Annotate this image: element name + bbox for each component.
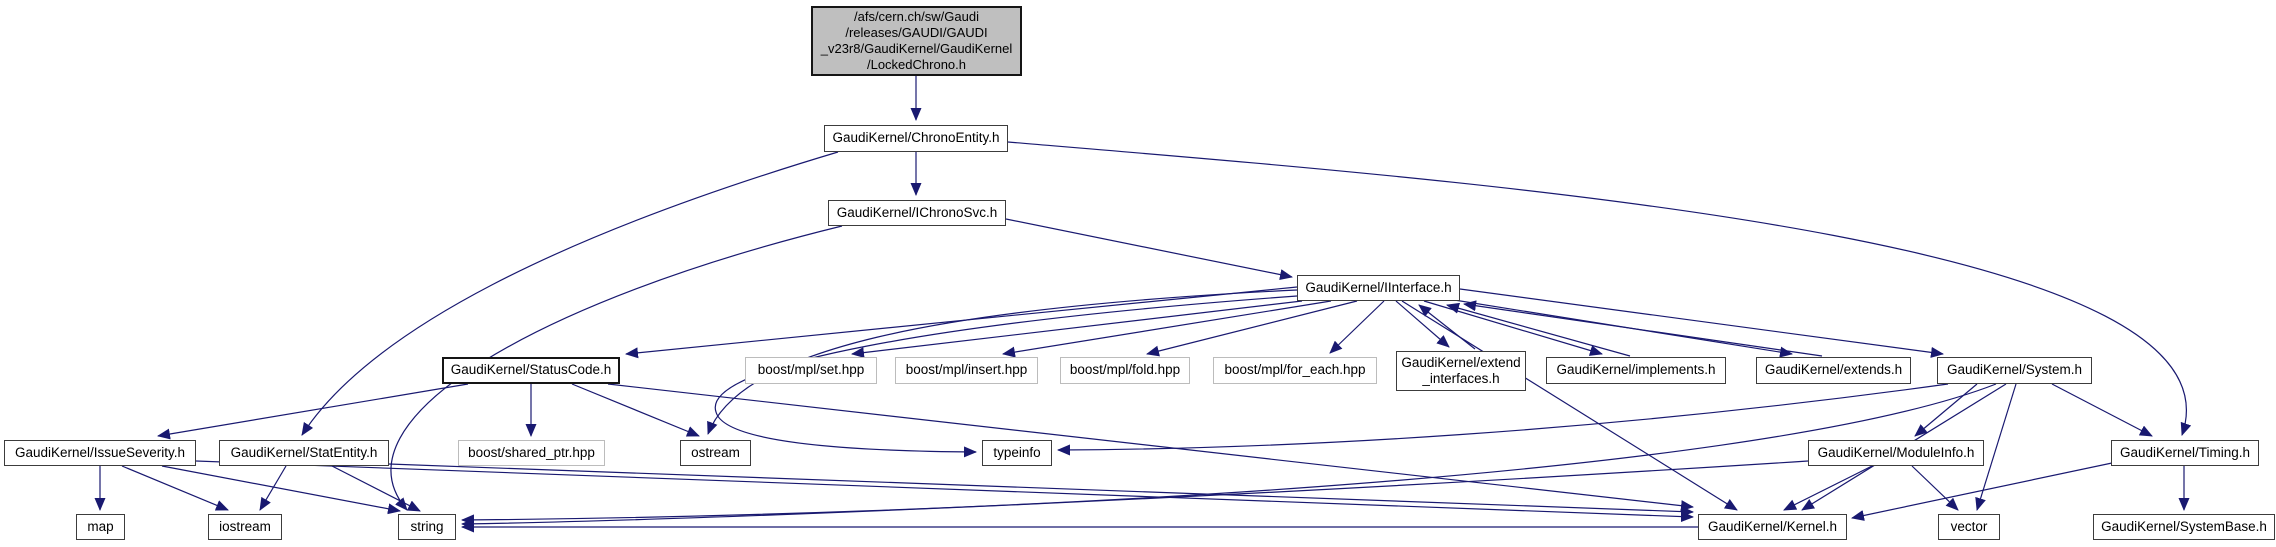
node-mpl-insert: boost/mpl/insert.hpp xyxy=(895,357,1038,384)
edge-iinterface-to-extend-interfaces xyxy=(1395,300,1450,348)
node-extend-interfaces[interactable]: GaudiKernel/extend _interfaces.h xyxy=(1396,351,1526,391)
node-systembase[interactable]: GaudiKernel/SystemBase.h xyxy=(2093,514,2275,540)
edge-chronoentity-to-timing xyxy=(1007,141,2192,436)
edge-issueseverity-to-string xyxy=(161,465,401,515)
edge-chronoentity-to-statentity xyxy=(301,151,839,436)
edge-system-to-timing xyxy=(2051,383,2153,437)
node-statentity[interactable]: GaudiKernel/StatEntity.h xyxy=(219,440,389,466)
edge-timing-to-kernel xyxy=(1851,462,2113,521)
edge-statentity-to-kernel xyxy=(388,463,1694,518)
edge-system-to-moduleinfo xyxy=(1914,383,1978,437)
edge-ichronosvc-to-iinterface xyxy=(1005,218,1293,281)
node-iostream: iostream xyxy=(208,514,282,540)
node-timing[interactable]: GaudiKernel/Timing.h xyxy=(2111,440,2259,466)
edge-iinterface-to-kernel xyxy=(1401,300,1738,511)
edge-iinterface-to-mpl-set xyxy=(851,300,1303,359)
node-statuscode[interactable]: GaudiKernel/StatusCode.h xyxy=(442,357,620,384)
edge-moduleinfo-to-kernel xyxy=(1783,465,1873,511)
edge-issueseverity-to-kernel xyxy=(195,460,1694,523)
node-ostream: ostream xyxy=(680,440,751,466)
node-mpl-set: boost/mpl/set.hpp xyxy=(745,357,877,384)
edge-system-to-typeinfo xyxy=(1057,383,1949,456)
edge-statentity-to-string xyxy=(331,465,421,512)
edge-iinterface-to-system xyxy=(1459,288,1944,358)
edge-statuscode-to-kernel xyxy=(607,383,1694,512)
edge-iinterface-to-mpl-foreach xyxy=(1329,300,1385,354)
node-system[interactable]: GaudiKernel/System.h xyxy=(1937,357,2092,384)
edge-iinterface-to-mpl-fold xyxy=(1146,300,1358,357)
node-issueseverity[interactable]: GaudiKernel/IssueSeverity.h xyxy=(4,440,196,466)
edge-extend-interfaces-to-iinterface xyxy=(1418,304,1476,350)
edge-system-to-vector xyxy=(1975,383,2017,511)
node-chronoentity[interactable]: GaudiKernel/ChronoEntity.h xyxy=(824,125,1008,152)
node-extends[interactable]: GaudiKernel/extends.h xyxy=(1756,357,1911,384)
node-shared-ptr: boost/shared_ptr.hpp xyxy=(458,440,605,466)
node-lockedchrono: /afs/cern.ch/sw/Gaudi /releases/GAUDI/GA… xyxy=(811,6,1022,76)
node-implements[interactable]: GaudiKernel/implements.h xyxy=(1546,357,1726,384)
node-iinterface[interactable]: GaudiKernel/IInterface.h xyxy=(1297,275,1460,301)
node-kernel[interactable]: GaudiKernel/Kernel.h xyxy=(1698,514,1847,540)
node-mpl-foreach: boost/mpl/for_each.hpp xyxy=(1213,357,1377,384)
edge-moduleinfo-to-string xyxy=(461,460,1809,530)
node-vector: vector xyxy=(1938,514,2000,540)
edge-iinterface-to-mpl-insert xyxy=(1002,300,1332,358)
node-ichronosvc[interactable]: GaudiKernel/IChronoSvc.h xyxy=(828,200,1006,226)
edge-statuscode-to-issueseverity xyxy=(157,383,469,440)
edge-iinterface-to-ostream xyxy=(707,289,1298,435)
edge-moduleinfo-to-vector xyxy=(1911,465,1959,511)
edge-iinterface-to-typeinfo xyxy=(714,295,1298,458)
node-map: map xyxy=(76,514,125,540)
node-mpl-fold: boost/mpl/fold.hpp xyxy=(1060,357,1190,384)
node-string: string xyxy=(398,514,456,540)
node-moduleinfo[interactable]: GaudiKernel/ModuleInfo.h xyxy=(1808,440,1984,466)
edge-system-to-string xyxy=(461,383,1997,526)
edge-extends-to-iinterface xyxy=(1463,300,1823,357)
edge-implements-to-iinterface xyxy=(1446,302,1631,357)
edge-issueseverity-to-iostream xyxy=(121,465,229,511)
node-typeinfo: typeinfo xyxy=(982,440,1052,466)
edge-statentity-to-iostream xyxy=(259,465,287,511)
edge-statuscode-to-ostream xyxy=(571,383,700,437)
